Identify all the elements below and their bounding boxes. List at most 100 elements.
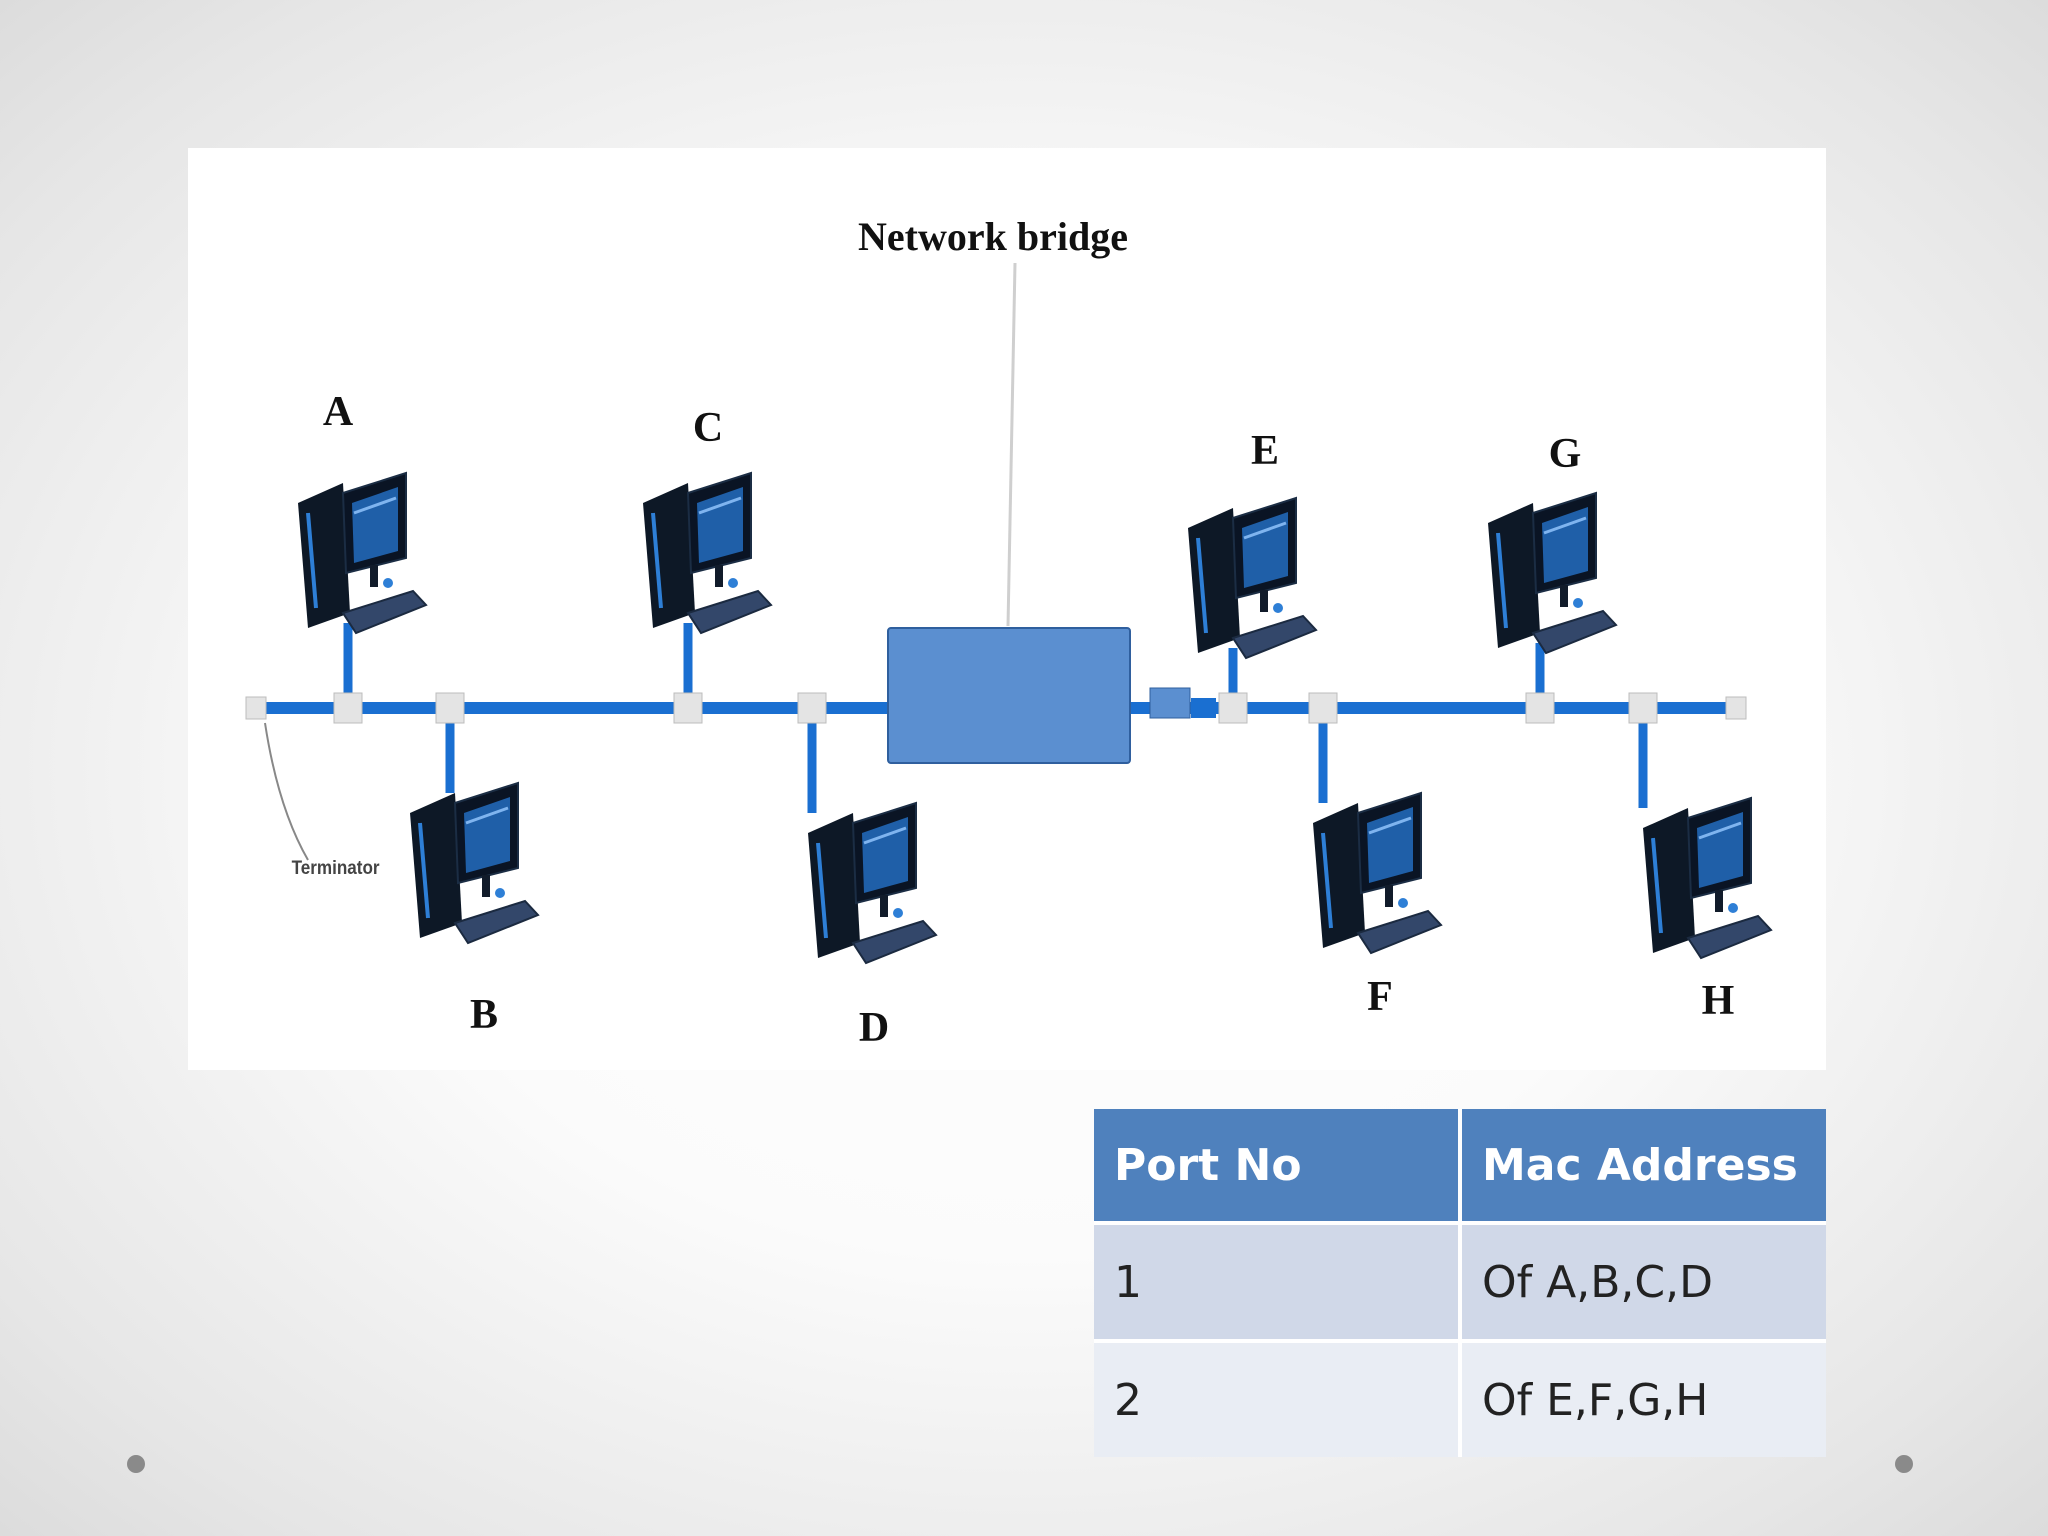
bridge-label-leader-line bbox=[1006, 262, 1017, 627]
pc-screen-glare bbox=[1543, 516, 1587, 535]
t-connector-c bbox=[673, 692, 703, 724]
pc-keyboard bbox=[341, 589, 428, 635]
terminator: Terminator bbox=[264, 722, 380, 878]
t-connector-f bbox=[1308, 692, 1338, 724]
pc-mouse bbox=[383, 578, 393, 588]
pc-tower bbox=[1488, 503, 1540, 648]
pc-monitor-stand bbox=[1385, 885, 1393, 907]
pc-keyboard bbox=[1531, 609, 1618, 655]
pc-screen-glare bbox=[863, 826, 907, 845]
computer-b bbox=[410, 781, 540, 945]
network-bridge: Network bridge bbox=[858, 214, 1191, 764]
pc-tower bbox=[1643, 808, 1695, 953]
pc-screen bbox=[697, 487, 743, 563]
pc-screen bbox=[464, 797, 510, 873]
pc-keyboard bbox=[1686, 914, 1773, 960]
pc-tower bbox=[298, 483, 350, 628]
pc-monitor-stand bbox=[715, 565, 723, 587]
pc-screen-glare bbox=[698, 496, 742, 515]
computer-a bbox=[298, 471, 428, 635]
pc-screen-glare bbox=[1368, 816, 1412, 835]
pc-monitor-stand bbox=[880, 895, 888, 917]
pc-screen bbox=[1242, 512, 1288, 588]
pc-keyboard bbox=[686, 589, 773, 635]
pc-mouse bbox=[893, 908, 903, 918]
pc-keyboard bbox=[851, 919, 938, 965]
host-label-g: G bbox=[1549, 431, 1582, 477]
port-cell: 1 bbox=[1094, 1223, 1462, 1341]
host-label-f: F bbox=[1367, 974, 1393, 1020]
table-row: 2 Of E,F,G,H bbox=[1094, 1341, 1826, 1457]
header-port-no: Port No bbox=[1094, 1109, 1462, 1223]
host-label-a: A bbox=[323, 389, 354, 435]
pc-monitor-stand bbox=[482, 875, 490, 897]
t-connector-a bbox=[333, 692, 363, 724]
pc-screen-glare bbox=[353, 496, 397, 515]
pc-mouse bbox=[495, 888, 505, 898]
pc-tower-light bbox=[1321, 832, 1333, 929]
t-connector-g bbox=[1525, 692, 1555, 724]
pc-screen bbox=[1697, 812, 1743, 888]
pc-tower-light bbox=[1196, 537, 1208, 634]
pc-tower bbox=[410, 793, 462, 938]
bridge-uplink-cable bbox=[1191, 698, 1216, 718]
pc-screen-glare bbox=[465, 806, 509, 825]
pc-keyboard bbox=[1231, 614, 1318, 660]
slide-nav-dot-right bbox=[1895, 1455, 1913, 1473]
pc-screen bbox=[1367, 807, 1413, 883]
pc-tower-light bbox=[418, 822, 430, 919]
bridge-box bbox=[887, 627, 1131, 764]
network-bridge-label: Network bridge bbox=[858, 214, 1128, 259]
computers bbox=[298, 471, 1773, 965]
computer-d bbox=[808, 801, 938, 965]
pc-tower-light bbox=[651, 512, 663, 609]
t-connector-b bbox=[435, 692, 465, 724]
computer-e bbox=[1188, 496, 1318, 660]
t-connector-h bbox=[1628, 692, 1658, 724]
pc-mouse bbox=[1273, 603, 1283, 613]
header-mac-address: Mac Address bbox=[1460, 1109, 1826, 1223]
pc-keyboard bbox=[1356, 909, 1443, 955]
pc-screen-glare bbox=[1243, 521, 1287, 540]
table-header-row: Port No Mac Address bbox=[1094, 1109, 1826, 1223]
connectors bbox=[245, 692, 1747, 724]
pc-tower-light bbox=[306, 512, 318, 609]
pc-mouse bbox=[1573, 598, 1583, 608]
mac-cell: Of E,F,G,H bbox=[1460, 1341, 1826, 1457]
pc-mouse bbox=[728, 578, 738, 588]
pc-tower bbox=[643, 483, 695, 628]
pc-tower-light bbox=[816, 842, 828, 939]
pc-tower bbox=[1313, 803, 1365, 948]
pc-monitor-stand bbox=[370, 565, 378, 587]
pc-keyboard bbox=[453, 899, 540, 945]
pc-monitor-stand bbox=[1260, 590, 1268, 612]
host-label-e: E bbox=[1251, 428, 1279, 474]
pc-screen bbox=[862, 817, 908, 893]
pc-screen-glare bbox=[1698, 821, 1742, 840]
bus-terminator-end bbox=[245, 696, 267, 720]
pc-tower-light bbox=[1496, 532, 1508, 629]
port-cell: 2 bbox=[1094, 1341, 1462, 1457]
bus-terminator-end bbox=[1725, 696, 1747, 720]
computer-c bbox=[643, 471, 773, 635]
table-row: 1 Of A,B,C,D bbox=[1094, 1223, 1826, 1341]
pc-screen bbox=[352, 487, 398, 563]
terminator-leader-line bbox=[264, 722, 309, 861]
computer-f bbox=[1313, 791, 1443, 955]
t-connector-e bbox=[1218, 692, 1248, 724]
slide-nav-dot-left bbox=[127, 1455, 145, 1473]
pc-tower-light bbox=[1651, 837, 1663, 934]
pc-tower bbox=[1188, 508, 1240, 653]
t-connector-d bbox=[797, 692, 827, 724]
pc-monitor-stand bbox=[1715, 890, 1723, 912]
mac-address-table: Port No Mac Address 1 Of A,B,C,D 2 Of E,… bbox=[1094, 1109, 1826, 1457]
bridge-port-connector bbox=[1149, 687, 1191, 719]
terminator-label: Terminator bbox=[292, 857, 380, 878]
computer-g bbox=[1488, 491, 1618, 655]
pc-mouse bbox=[1728, 903, 1738, 913]
mac-cell: Of A,B,C,D bbox=[1460, 1223, 1826, 1341]
pc-mouse bbox=[1398, 898, 1408, 908]
